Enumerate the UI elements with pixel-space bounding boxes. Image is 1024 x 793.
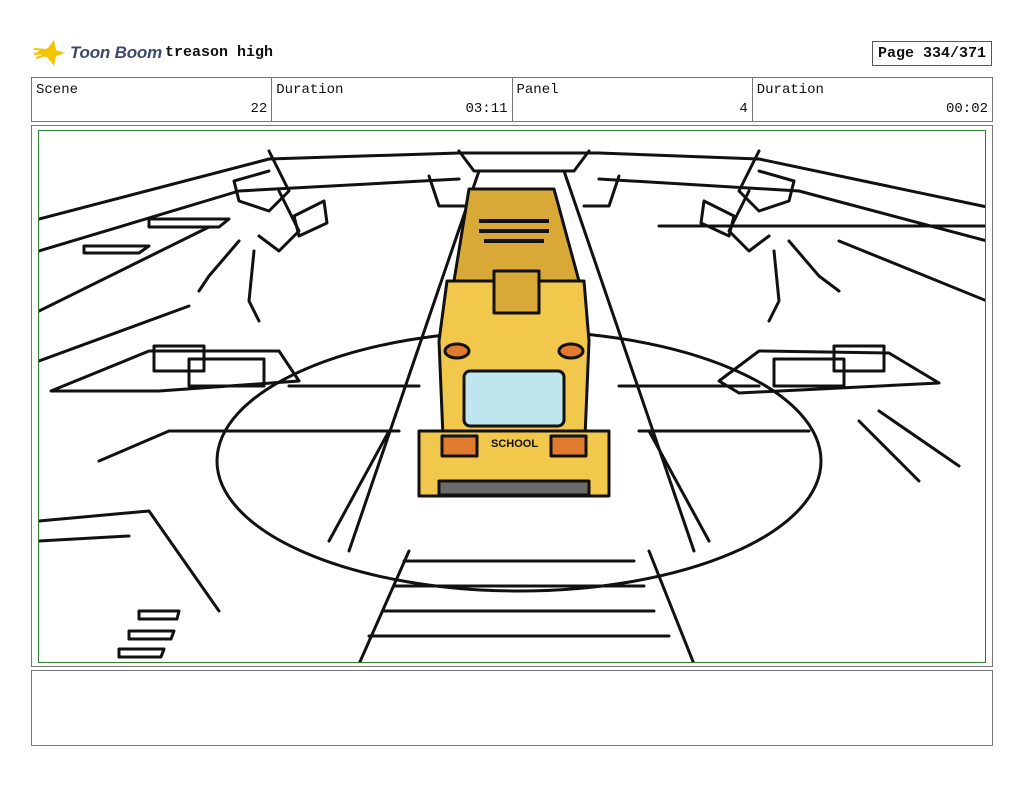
panel-duration-cell: Duration 00:02 <box>753 78 992 121</box>
logo-star-icon <box>34 40 65 66</box>
panel-value: 4 <box>739 101 748 117</box>
scene-duration-cell: Duration 03:11 <box>272 78 513 121</box>
project-title: treason high <box>165 44 274 61</box>
panel-cell: Panel 4 <box>513 78 753 121</box>
school-bus <box>417 187 611 498</box>
panel-frame <box>31 125 993 667</box>
storyboard-panel: SCHOOL <box>38 130 986 663</box>
notes-box <box>31 670 993 746</box>
logo-text: Toon Boom <box>70 43 162 62</box>
panel-duration-value: 00:02 <box>945 101 988 117</box>
scene-value: 22 <box>250 101 268 117</box>
page-number: Page 334/371 <box>872 41 992 66</box>
panel-drawing: SCHOOL <box>39 149 985 662</box>
toon-boom-logo: Toon Boom <box>34 38 162 68</box>
panel-duration-label: Duration <box>756 82 824 98</box>
info-row: Scene 22 Duration 03:11 Panel 4 Duration… <box>31 77 993 122</box>
bus-sign: SCHOOL <box>491 438 538 450</box>
panel-label: Panel <box>516 82 559 98</box>
scene-duration-value: 03:11 <box>465 101 508 117</box>
scene-duration-label: Duration <box>276 82 344 98</box>
scene-cell: Scene 22 <box>32 78 273 121</box>
scene-label: Scene <box>36 82 79 98</box>
